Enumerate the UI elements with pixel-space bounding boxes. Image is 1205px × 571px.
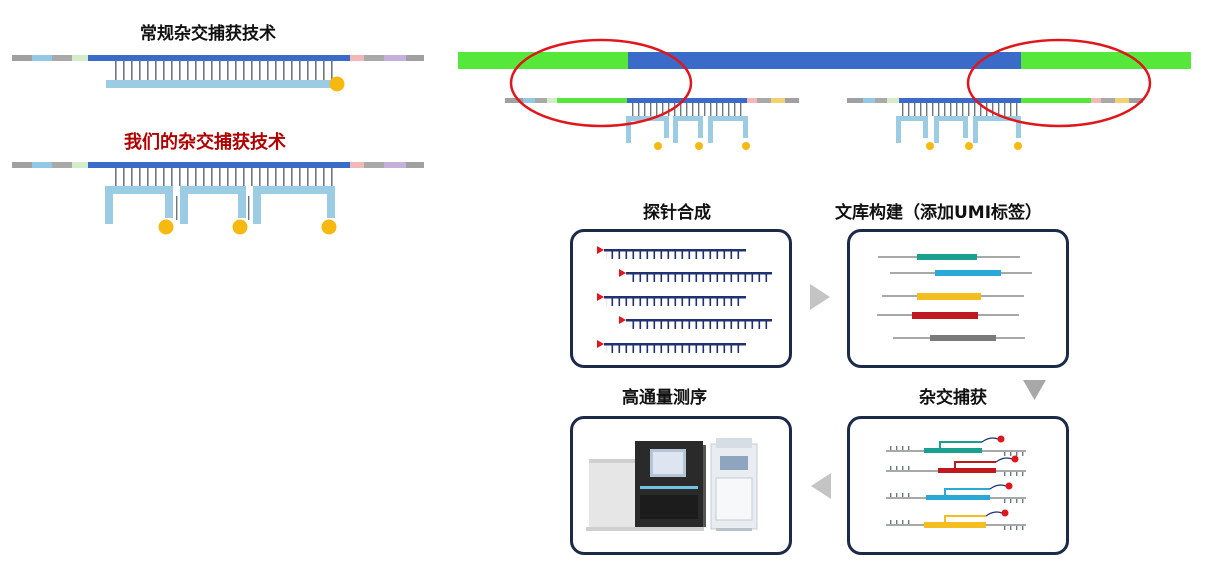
biotin-bead bbox=[321, 219, 337, 235]
biotin-bead bbox=[232, 219, 248, 235]
our-capture-title: 我们的杂交捕获技术 bbox=[124, 132, 286, 153]
sequencer-instrument bbox=[586, 441, 706, 531]
conventional-biotin-bead bbox=[329, 76, 345, 92]
library-construction-label: 文库构建（添加UMI标签） bbox=[835, 203, 1043, 223]
captured-library bbox=[886, 435, 1026, 530]
arrow-right-icon bbox=[810, 284, 830, 310]
arrow-left-icon bbox=[811, 473, 831, 499]
conventional-dna-strand bbox=[12, 55, 424, 61]
hybrid-capture-panel bbox=[847, 416, 1069, 555]
our-dna-strand bbox=[12, 162, 424, 168]
our-base-pairs bbox=[115, 168, 333, 186]
highlight-ellipse-right bbox=[966, 38, 1152, 128]
conventional-capture-title: 常规杂交捕获技术 bbox=[140, 24, 276, 44]
hybrid-capture-label: 杂交捕获 bbox=[919, 388, 987, 408]
conventional-probe bbox=[106, 80, 334, 88]
our-split-probes bbox=[105, 186, 335, 224]
conventional-base-pairs bbox=[115, 61, 333, 80]
captured-fragment-right bbox=[847, 98, 1143, 103]
sample-prep-instrument bbox=[710, 438, 758, 531]
library-fragments bbox=[877, 254, 1032, 341]
arrow-down-icon bbox=[1023, 380, 1046, 400]
target-genome-bar bbox=[458, 52, 1191, 69]
biotin-bead bbox=[158, 219, 174, 235]
probe-synthesis-label: 探针合成 bbox=[643, 203, 711, 223]
high-throughput-sequencing-label: 高通量测序 bbox=[622, 388, 707, 408]
highlight-ellipse-left bbox=[509, 38, 693, 128]
captured-fragment-left bbox=[505, 98, 799, 103]
synthesized-probes bbox=[597, 246, 772, 353]
